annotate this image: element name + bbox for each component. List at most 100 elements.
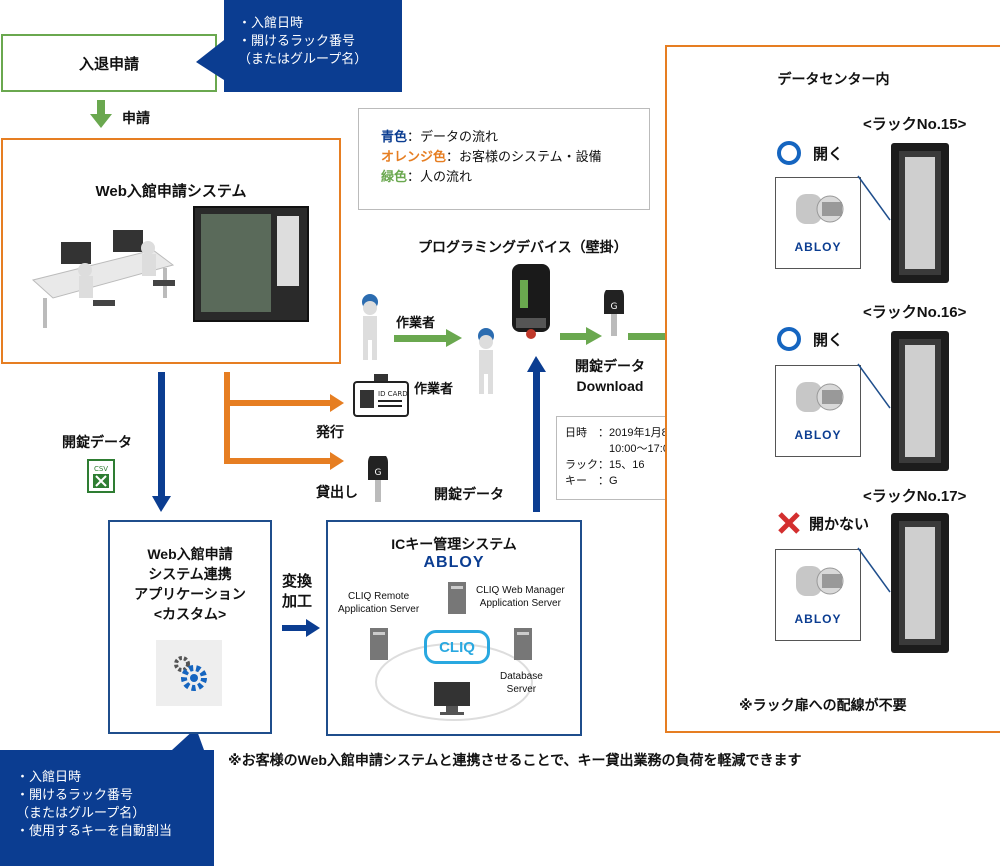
convert-line: 加工 <box>282 593 313 610</box>
server-icon-remote <box>370 628 388 660</box>
bottom-note-line: ・開けるラック番号 <box>16 787 134 802</box>
open-circle-icon <box>777 141 801 165</box>
schedule-line: 10:00～17:00 <box>565 443 676 455</box>
remote-server-line: CLIQ Remote <box>348 591 410 602</box>
web-system-box: Web入館申請システム <box>1 138 341 364</box>
datacenter-box: データセンター内 <ラックNo.15> 開く ABLOY <ラックNo.16> … <box>665 45 1000 733</box>
wiring-note: ※ラック扉への配線が不要 <box>739 697 907 713</box>
top-note-line: ・開けるラック番号 <box>238 33 356 48</box>
csv-label: CSV <box>94 465 108 473</box>
integration-app-line: アプリケーション <box>134 586 246 602</box>
lend-label: 貸出し <box>316 484 358 500</box>
entry-request-label: 入退申請 <box>78 55 139 73</box>
rack-16-cabinet <box>891 331 949 471</box>
rack-15-cabinet <box>891 143 949 283</box>
key-icon-programmed: G <box>604 290 624 336</box>
integration-app-line: Web入館申請 <box>147 546 233 562</box>
integration-app-box: Web入館申請 システム連携 アプリケーション <カスタム> <box>108 520 272 734</box>
web-system-title: Web入館申請システム <box>95 183 247 200</box>
server-icon-web-manager <box>448 582 466 614</box>
bottom-note-line: ・入館日時 <box>16 769 82 784</box>
rack-16-status: 開く <box>813 332 844 349</box>
gear-icon <box>156 640 222 706</box>
legend-orange-text: ：お客様のシステム・設備 <box>446 149 602 164</box>
schedule-line: キー ：G <box>565 475 618 487</box>
programming-device-title: プログラミングデバイス（壁掛） <box>418 239 628 255</box>
cylinder-lock-icon <box>796 566 844 596</box>
top-note-line: ・入館日時 <box>238 15 304 30</box>
request-down-arrow <box>90 100 112 128</box>
bottom-note-line: （またはグループ名） <box>16 805 146 820</box>
database-server-line: Server <box>506 684 537 695</box>
rack-17-status: 開かない <box>809 516 870 533</box>
database-server-label: Database Server <box>500 670 543 696</box>
rack-16-lock-card: ABLOY <box>775 365 861 457</box>
id-card-text: ID CARD <box>378 390 408 398</box>
abloy-logo: ABLOY <box>794 612 842 626</box>
request-label: 申請 <box>122 110 150 126</box>
unlock-data-download-line: 開錠データ <box>575 358 645 374</box>
web-manager-server-line: Application Server <box>479 598 561 609</box>
key-letter: G <box>375 468 382 478</box>
cylinder-lock-icon <box>796 382 844 412</box>
schedule-box: 日時 ：2019年1月8日 10:00～17:00 ラック：15、16 キー ：… <box>556 416 706 500</box>
rack-15-status: 開く <box>813 146 844 163</box>
rack-15-label: <ラックNo.15> <box>863 116 967 133</box>
rack-17-label: <ラックNo.17> <box>863 488 967 505</box>
rack-17-cabinet <box>891 513 949 653</box>
ic-system-box: ICキー管理システム ABLOY CLIQ Remote Application… <box>326 520 582 736</box>
unlock-data-label-left: 開錠データ <box>62 434 132 450</box>
legend-box: 青色：データの流れ オレンジ色：お客様のシステム・設備 緑色：人の流れ <box>358 108 650 210</box>
footer-note: ※お客様のWeb入館申請システムと連携させることで、キー貸出業務の負荷を軽減でき… <box>228 752 802 768</box>
csv-file-icon: CSV <box>87 459 115 493</box>
key-cabinet <box>193 206 309 322</box>
key-icon-lend: G <box>368 456 388 502</box>
bottom-note-callout: ・入館日時 ・開けるラック番号 （またはグループ名） ・使用するキーを自動割当 <box>0 750 214 866</box>
rack-17-lock-card: ABLOY <box>775 549 861 641</box>
worker-figure-2 <box>478 328 494 394</box>
cylinder-lock-icon <box>796 194 844 224</box>
schedule-line: ラック：15、16 <box>565 459 645 471</box>
key-letter: G <box>611 302 618 312</box>
abloy-logo: ABLOY <box>794 428 842 442</box>
open-circle-icon <box>777 327 801 351</box>
server-icon-database <box>514 628 532 660</box>
pc-monitor-icon <box>434 682 470 715</box>
web-manager-server-line: CLIQ Web Manager <box>476 585 565 596</box>
legend-orange-word: オレンジ色 <box>381 149 447 164</box>
datacenter-title: データセンター内 <box>777 71 890 87</box>
integration-app-line: システム連携 <box>148 566 232 582</box>
legend-blue-word: 青色 <box>381 129 408 144</box>
entry-request-box: 入退申請 <box>1 34 217 92</box>
unlock-data-download-line: Download <box>576 378 644 394</box>
cross-icon <box>778 512 800 534</box>
unlock-data-download-label: 開錠データ Download <box>560 356 660 396</box>
worker-label-1: 作業者 <box>396 315 436 330</box>
ic-system-title: ICキー管理システム <box>391 536 517 552</box>
worker-label-2: 作業者 <box>414 381 454 396</box>
unlock-data-label-ic: 開錠データ <box>434 486 504 502</box>
remote-server-line: Application Server <box>338 604 420 615</box>
network-ring <box>375 643 533 721</box>
cliq-logo: CLIQ <box>424 630 490 664</box>
abloy-logo: ABLOY <box>794 240 842 254</box>
top-note-callout: ・入館日時 ・開けるラック番号 （またはグループ名） <box>224 0 402 92</box>
worker-figure-1 <box>362 294 378 360</box>
integration-app-line: <カスタム> <box>153 606 227 622</box>
convert-line: 変換 <box>282 573 313 590</box>
programming-device-icon <box>512 264 550 339</box>
office-illustration <box>31 230 175 328</box>
convert-label: 変換 加工 <box>282 572 312 612</box>
rack-15-lock-card: ABLOY <box>775 177 861 269</box>
integration-app-title: Web入館申請 システム連携 アプリケーション <カスタム> <box>110 544 270 624</box>
web-manager-server-label: CLIQ Web Manager Application Server <box>476 584 565 610</box>
legend-green-text: ：人の流れ <box>407 169 473 184</box>
database-server-line: Database <box>500 671 543 682</box>
id-card-icon: ID CARD <box>353 374 409 417</box>
legend-blue-text: ：データの流れ <box>407 129 499 144</box>
schedule-line: 日時 ：2019年1月8日 <box>565 427 679 439</box>
issue-label: 発行 <box>316 424 344 440</box>
legend-green-word: 緑色 <box>381 169 408 184</box>
remote-server-label: CLIQ Remote Application Server <box>338 590 419 616</box>
